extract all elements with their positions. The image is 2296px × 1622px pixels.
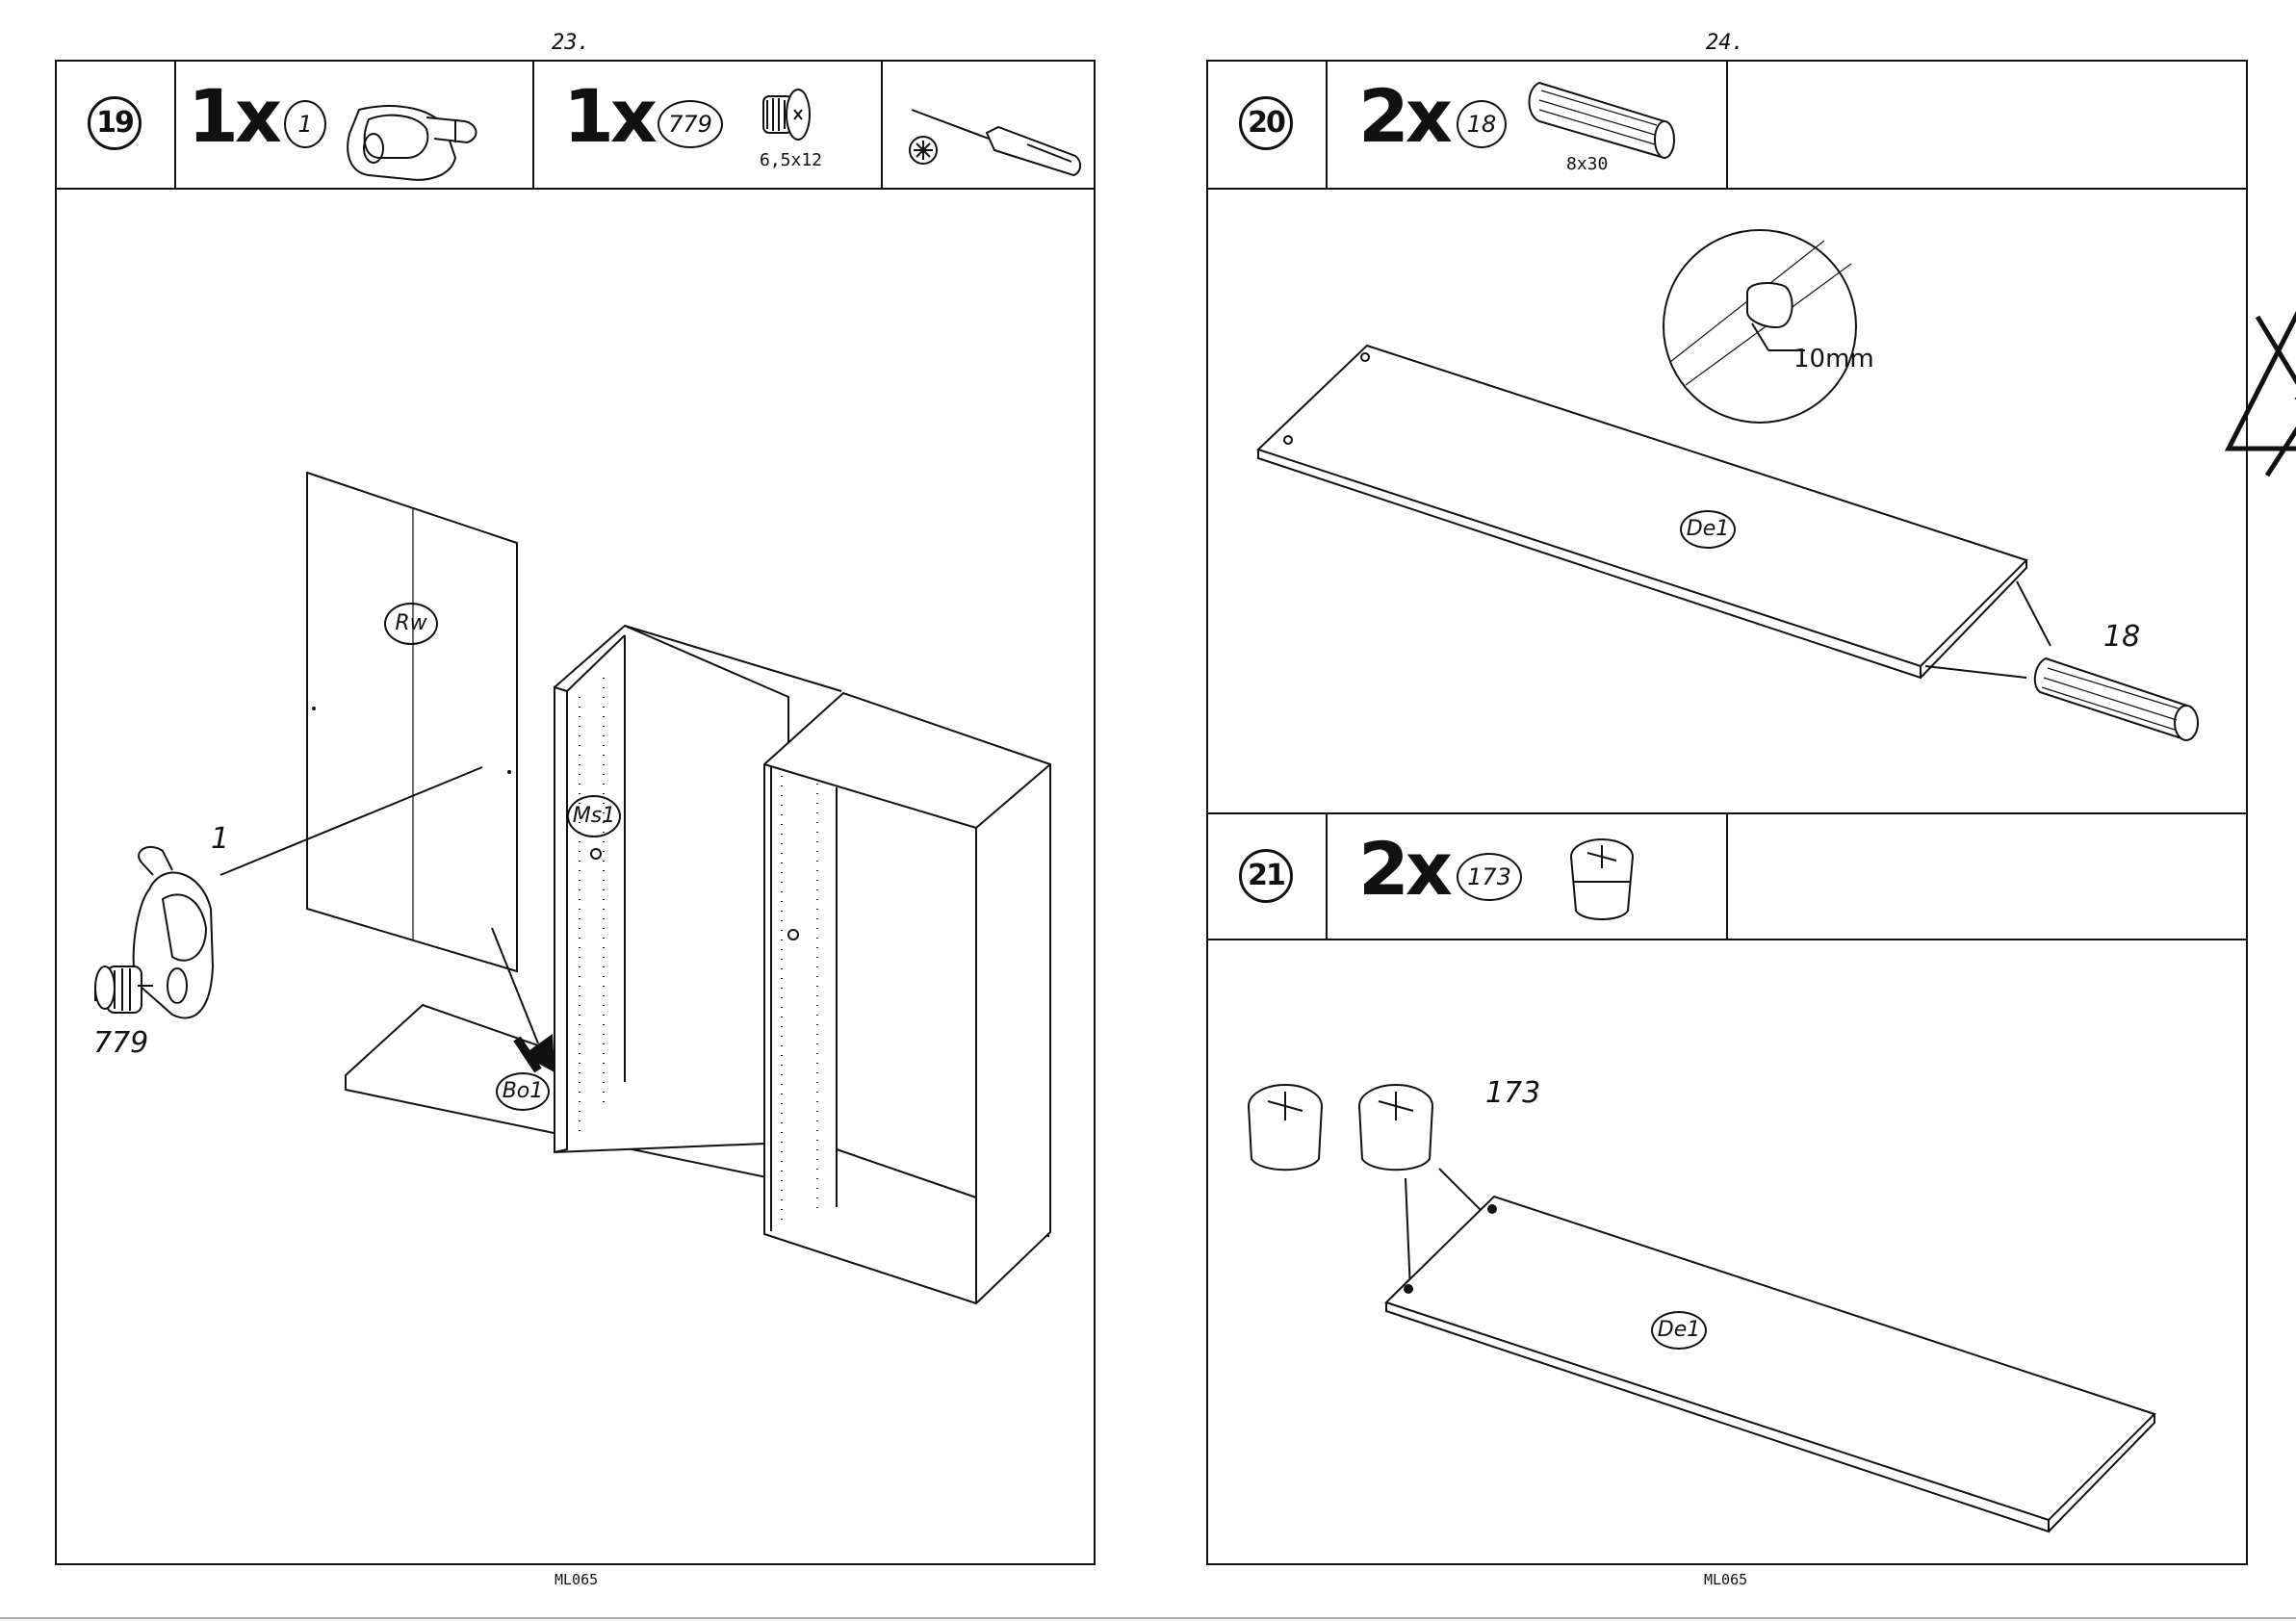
panel-de1-label-21: De1 xyxy=(1651,1311,1707,1350)
page-number-left: 23. xyxy=(552,31,590,55)
step-21-illustration xyxy=(1208,62,2250,1567)
rear-wall-label: Rw xyxy=(384,603,438,645)
cam-label: 1 xyxy=(211,822,229,856)
footer-left: ML065 xyxy=(555,1571,598,1588)
step-20-21-panel: 20 2x 18 8x30 xyxy=(1206,60,2248,1565)
page-bottom-rule xyxy=(0,1617,2296,1619)
fitting-label: 173 xyxy=(1485,1076,1540,1110)
screw-label: 779 xyxy=(93,1026,148,1060)
mid-side-label: Ms1 xyxy=(567,795,621,837)
bottom-label: Bo1 xyxy=(496,1072,550,1111)
footer-right: ML065 xyxy=(1704,1571,1747,1588)
step-19-panel: 19 1x 1 1x 779 6,5x12 xyxy=(55,60,1096,1565)
page-number-right: 24. xyxy=(1706,31,1744,55)
